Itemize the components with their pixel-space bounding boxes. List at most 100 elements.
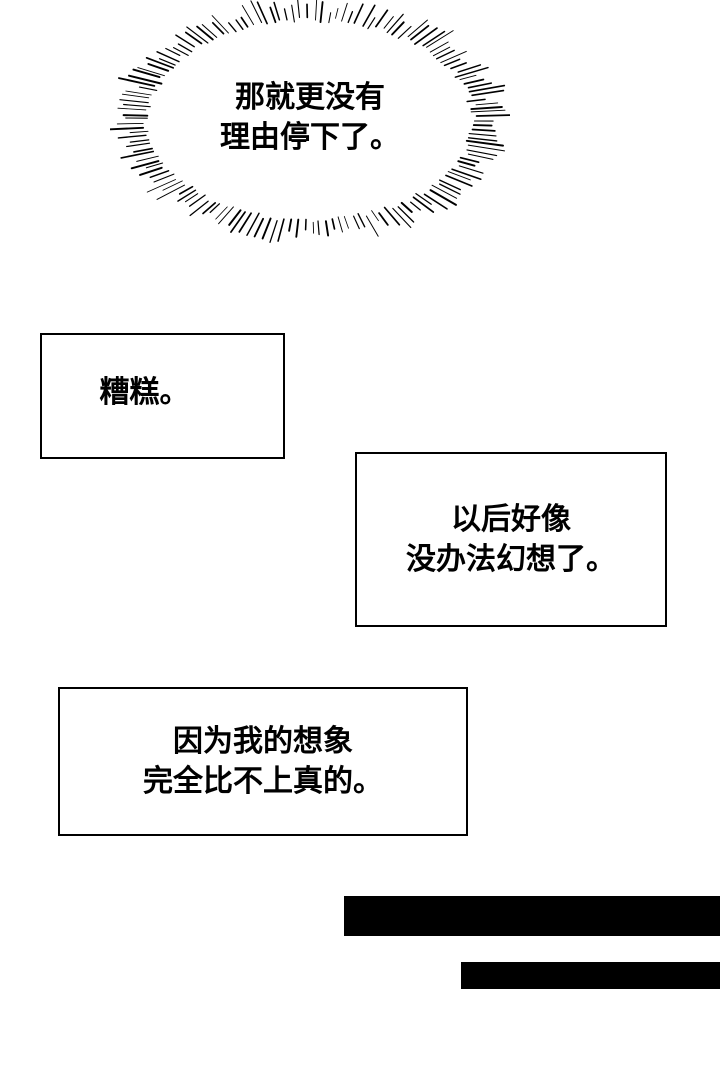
burst-line	[250, 0, 263, 24]
burst-line	[253, 217, 265, 238]
burst-line	[392, 207, 412, 229]
burst-line	[202, 202, 217, 215]
burst-line	[375, 9, 389, 28]
burst-line	[426, 30, 454, 48]
burst-line	[328, 12, 332, 24]
burst-line	[443, 58, 461, 67]
burst-line	[186, 26, 209, 44]
burst-line	[466, 149, 498, 157]
burst-line	[470, 109, 506, 113]
burst-line	[467, 144, 506, 152]
burst-line	[291, 4, 295, 23]
burst-line	[125, 90, 152, 96]
burst-line	[317, 220, 320, 236]
burst-line	[116, 122, 144, 125]
burst-line	[184, 31, 203, 45]
burst-line	[273, 1, 281, 21]
burst-line	[228, 22, 237, 33]
burst-line	[465, 139, 504, 147]
burst-line	[209, 203, 221, 214]
burst-line	[175, 34, 195, 48]
burst-line	[145, 56, 175, 69]
burst-line	[400, 201, 413, 213]
burst-line	[178, 185, 194, 195]
burst-line	[475, 102, 499, 106]
burst-line	[129, 130, 149, 134]
burst-line	[138, 86, 158, 91]
burst-line	[136, 155, 159, 162]
burst-line	[173, 47, 189, 56]
burst-line	[337, 216, 343, 233]
burst-line	[145, 162, 164, 169]
burst-line	[335, 7, 339, 19]
burst-line	[238, 212, 252, 233]
burst-line	[472, 124, 493, 127]
burst-line	[185, 193, 199, 203]
burst-line	[414, 27, 438, 45]
burst-line-2: 理由停下了。	[220, 120, 400, 155]
caption-text: 糟糕。	[100, 373, 190, 413]
burst-line	[188, 194, 206, 207]
burst-line	[436, 49, 455, 60]
burst-text: 那就更没有 理由停下了。	[110, 78, 510, 158]
caption-text: 以后好像 没办法幻想了。	[406, 500, 616, 580]
burst-line	[466, 98, 486, 103]
burst-line	[454, 66, 489, 78]
burst-line	[468, 84, 506, 93]
burst-line	[391, 21, 405, 36]
burst-line	[432, 46, 451, 57]
burst-line	[288, 218, 293, 232]
burst-line	[118, 77, 156, 87]
burst-line	[256, 1, 268, 25]
burst-line	[383, 16, 394, 29]
burst-line	[467, 153, 494, 160]
burst-line	[228, 209, 242, 226]
burst-line	[117, 107, 147, 111]
burst-line	[261, 217, 272, 240]
burst-line	[353, 215, 360, 230]
black-bar-1	[344, 896, 720, 936]
burst-lines	[110, 0, 510, 243]
burst-line	[331, 218, 336, 230]
burst-line	[440, 50, 467, 64]
burst-line	[230, 211, 246, 233]
burst-line	[139, 166, 163, 176]
burst-line	[240, 16, 249, 28]
burst-line	[246, 212, 260, 236]
burst-line	[295, 218, 300, 238]
burst-line	[110, 126, 145, 131]
caption-box-2: 以后好像 没办法幻想了。	[355, 452, 667, 627]
burst-line	[137, 67, 165, 77]
burst-line	[439, 179, 461, 191]
burst-line	[397, 25, 412, 39]
burst-line	[241, 5, 255, 26]
caption-box-3: 因为我的想象 完全比不上真的。	[58, 687, 468, 836]
burst-line	[357, 213, 366, 228]
burst-line	[450, 62, 467, 70]
burst-line	[269, 220, 278, 243]
burst-line	[397, 206, 415, 223]
burst-line	[315, 0, 318, 21]
burst-line	[341, 2, 348, 22]
caption-box-1: 糟糕。	[40, 333, 285, 459]
burst-line	[447, 171, 471, 181]
burst-line	[130, 160, 160, 170]
caption-line: 完全比不上真的。	[143, 763, 383, 799]
burst-line	[459, 156, 480, 164]
burst-line	[471, 128, 496, 132]
burst-line	[347, 11, 354, 24]
burst-line	[201, 24, 218, 38]
burst-line	[119, 99, 149, 104]
burst-line	[277, 218, 285, 242]
burst-line	[415, 192, 432, 205]
burst-line	[218, 206, 234, 225]
burst-line	[132, 68, 161, 79]
burst-line	[362, 4, 376, 27]
burst-line	[410, 24, 430, 41]
burst-line	[383, 206, 401, 226]
burst-line	[407, 19, 428, 38]
burst-line	[121, 93, 150, 99]
thought-burst-bubble: 那就更没有 理由停下了。	[110, 0, 510, 250]
burst-line	[343, 215, 349, 229]
burst-line	[475, 114, 510, 117]
